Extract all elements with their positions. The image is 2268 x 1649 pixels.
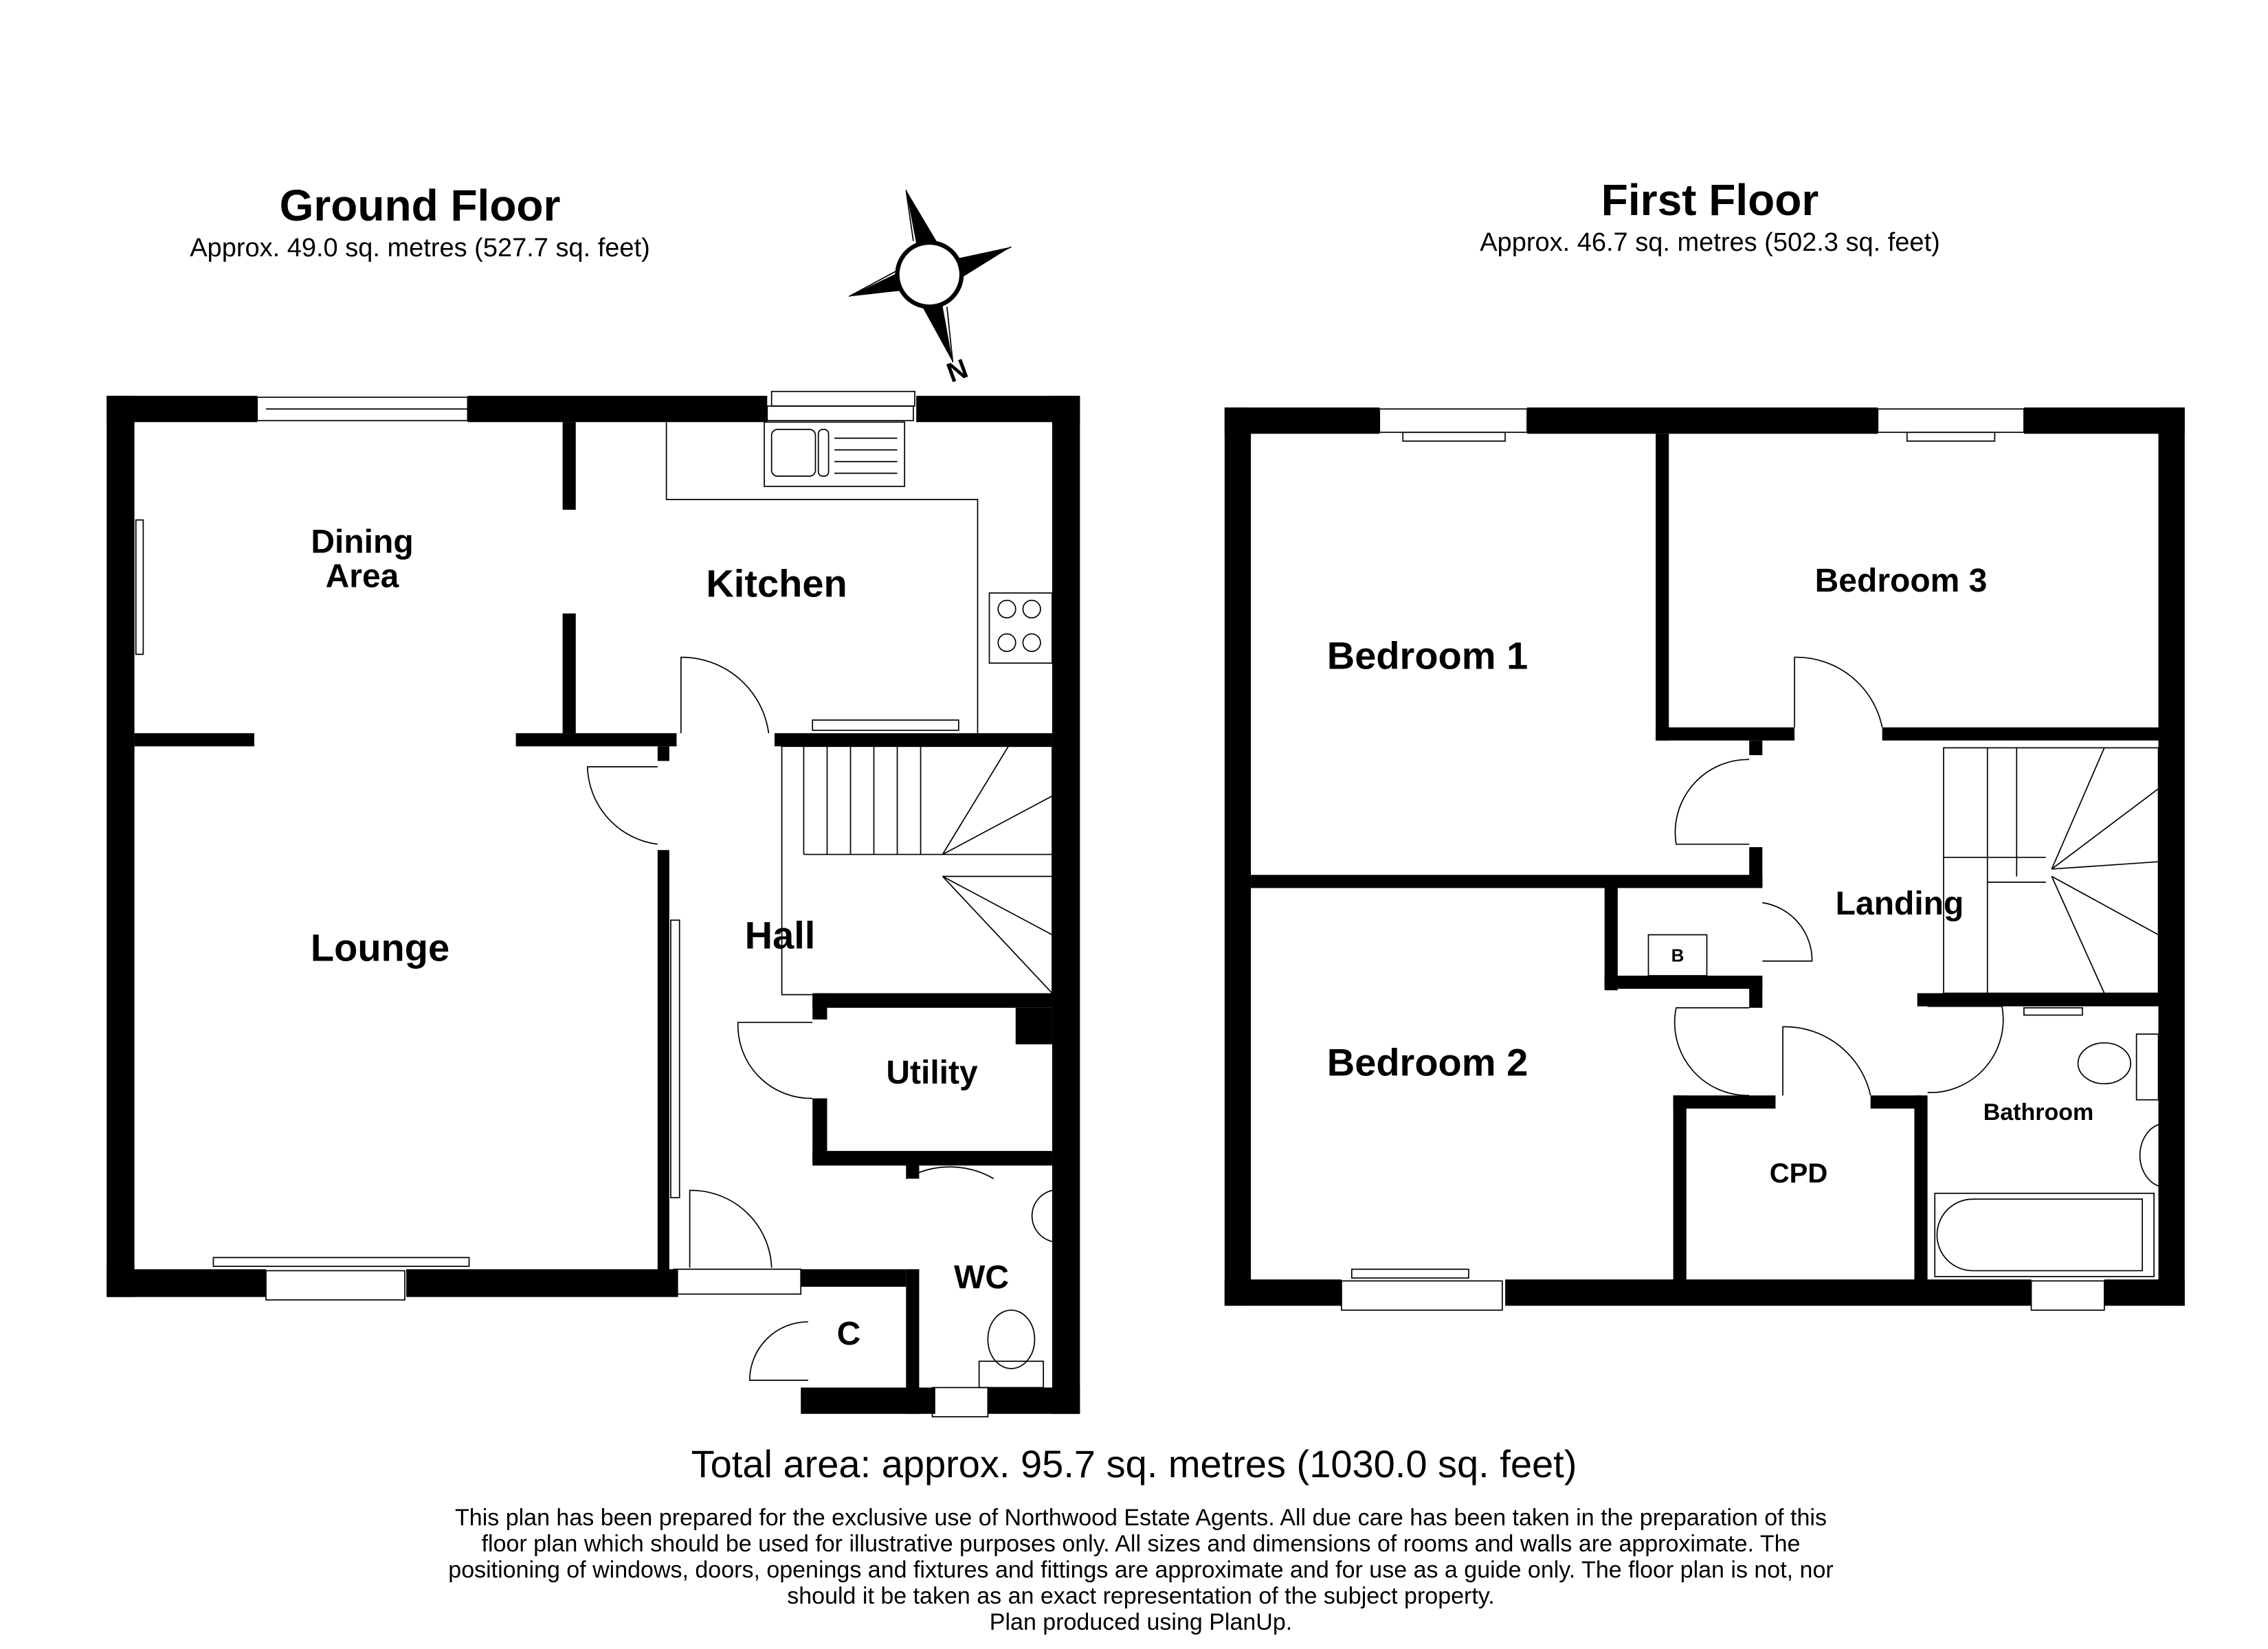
room-utility: Utility <box>886 1054 978 1091</box>
total-area: Total area: approx. 95.7 sq. metres (103… <box>691 1442 1577 1485</box>
ground-floor-title: Ground Floor <box>279 181 561 230</box>
ground-floor-walls <box>107 396 1080 1414</box>
first-floor-fixtures <box>1341 408 2159 1311</box>
disclaimer-line: floor plan which should be used for illu… <box>481 1531 1801 1557</box>
first-floor-title: First Floor <box>1601 175 1819 225</box>
disclaimer-line: This plan has been prepared for the excl… <box>455 1505 1827 1531</box>
room-landing: Landing <box>1835 885 1964 922</box>
room-label-dining-2: Area <box>325 559 399 595</box>
room-lounge: Lounge <box>310 926 450 969</box>
room-kitchen: Kitchen <box>706 561 847 605</box>
ground-floor-fixtures <box>135 390 1053 1417</box>
room-cupboard: C <box>836 1315 861 1352</box>
room-label-dining-1: Dining <box>311 524 414 561</box>
room-cpd: CPD <box>1769 1158 1828 1189</box>
disclaimer-line: should it be taken as an exact represent… <box>787 1583 1495 1609</box>
room-wc: WC <box>954 1259 1009 1296</box>
compass-rose-icon <box>848 190 1012 363</box>
room-bedroom-1: Bedroom 1 <box>1326 633 1528 677</box>
room-dining-area: Dining Area <box>311 524 414 595</box>
disclaimer: This plan has been prepared for the excl… <box>385 1505 1897 1635</box>
disclaimer-line: positioning of windows, doors, openings … <box>448 1557 1834 1583</box>
plan-credit: Plan produced using PlanUp. <box>989 1609 1293 1635</box>
room-hall: Hall <box>744 913 816 957</box>
ground-floor-area: Approx. 49.0 sq. metres (527.7 sq. feet) <box>190 234 650 262</box>
room-bathroom: Bathroom <box>1983 1099 2094 1126</box>
room-bedroom-3: Bedroom 3 <box>1814 562 1988 599</box>
room-boiler: B <box>1671 945 1685 966</box>
room-bedroom-2: Bedroom 2 <box>1326 1040 1528 1084</box>
first-floor-area: Approx. 46.7 sq. metres (502.3 sq. feet) <box>1480 228 1940 257</box>
first-floor-walls <box>1224 407 2185 1306</box>
